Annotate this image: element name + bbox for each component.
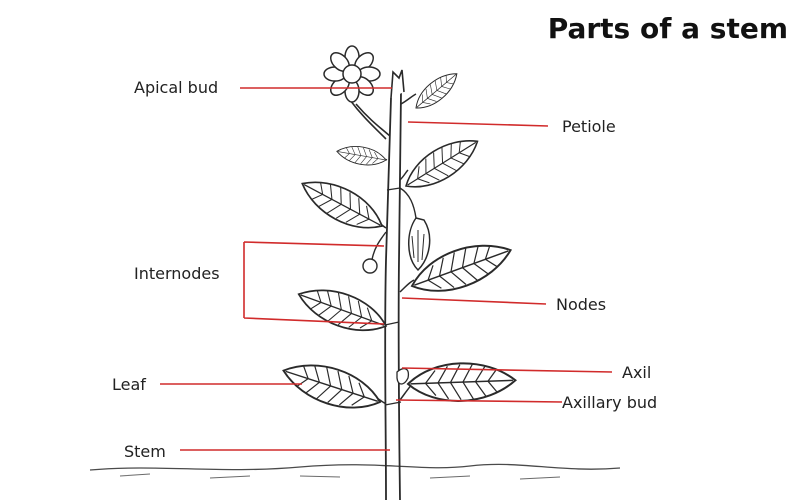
leaves bbox=[277, 66, 518, 420]
pointer-axillary-bud bbox=[395, 399, 563, 403]
pointer-lines bbox=[160, 87, 613, 451]
label-axillary-bud: Axillary bud bbox=[562, 393, 658, 412]
pointer-petiole bbox=[407, 121, 549, 127]
label-stem: Stem bbox=[124, 442, 166, 461]
diagram-title: Parts of a stem bbox=[547, 12, 788, 45]
label-leaf: Leaf bbox=[112, 375, 146, 394]
flower bbox=[323, 45, 391, 140]
label-nodes: Nodes bbox=[556, 295, 607, 314]
label-apical-bud: Apical bud bbox=[134, 78, 219, 97]
ground-line bbox=[89, 463, 621, 480]
pointer-axil bbox=[401, 367, 613, 373]
main-stem bbox=[384, 69, 405, 500]
pointer-internodes bbox=[243, 241, 385, 325]
pointer-nodes bbox=[401, 297, 547, 305]
label-petiole: Petiole bbox=[562, 117, 616, 136]
label-axil: Axil bbox=[622, 363, 652, 382]
label-internodes: Internodes bbox=[134, 264, 220, 283]
